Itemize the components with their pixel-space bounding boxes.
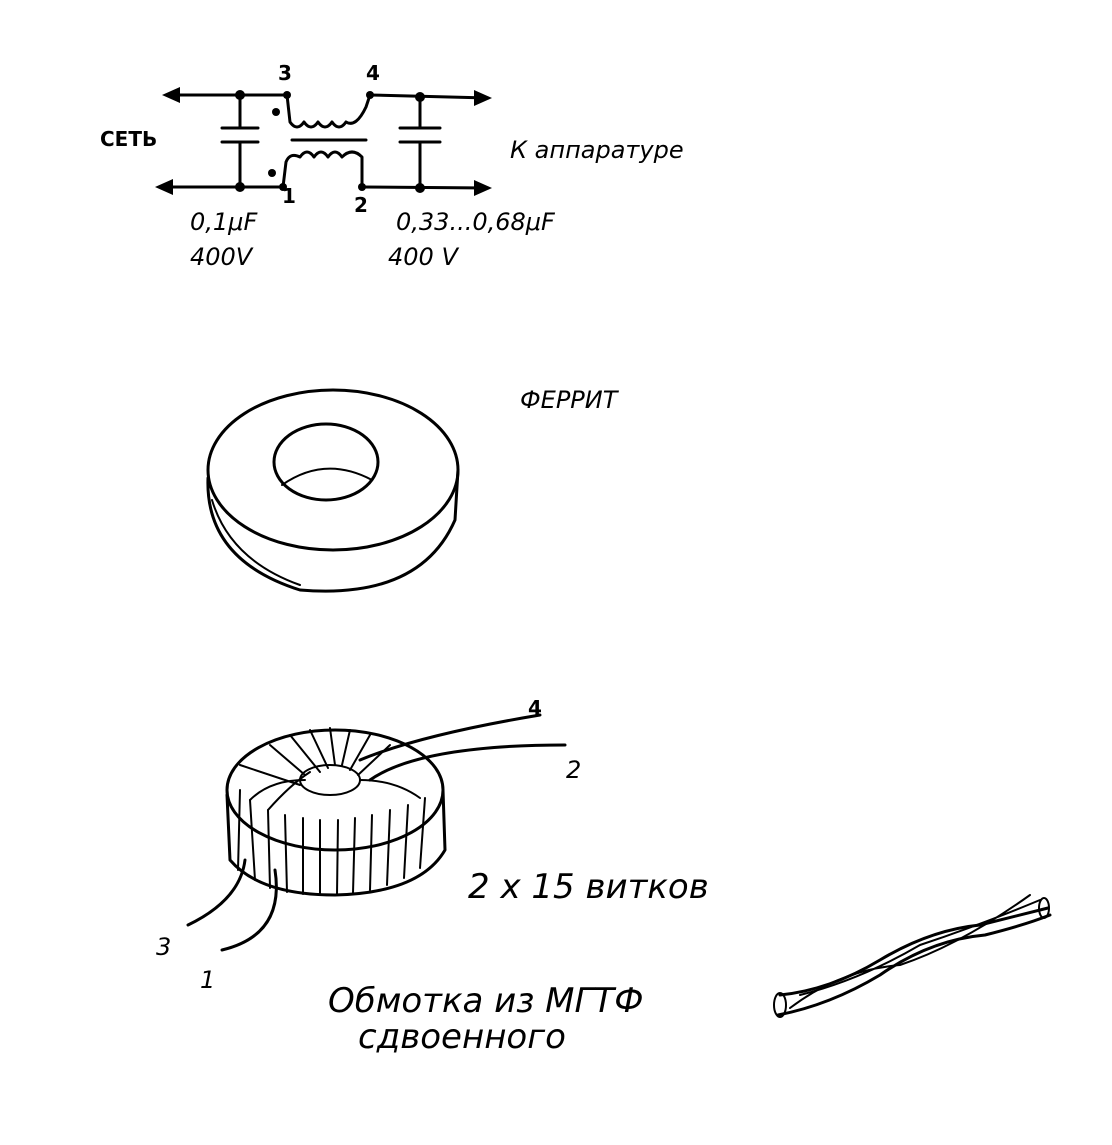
cap-right-voltage: 400 V	[388, 243, 459, 271]
lead-3	[186, 858, 247, 927]
lead-2	[368, 743, 567, 782]
top-wire	[166, 93, 490, 100]
wound-pin-1-label: 1	[200, 966, 215, 994]
wound-toroid-drawing: 4 2 3 1 2 x 15 витков Обмотка из МГТФ сд…	[156, 696, 709, 1057]
pin-3-label: 3	[278, 61, 292, 85]
cap-left-value: 0,1μF	[190, 208, 258, 236]
lead-4	[358, 713, 542, 762]
mains-label: СЕТЬ	[100, 127, 157, 151]
ferrite-toroid-drawing: ФЕРРИТ	[206, 386, 620, 593]
cap-left-voltage: 400V	[190, 243, 254, 271]
turns-label: 2 x 15 витков	[468, 867, 709, 907]
lead-1	[220, 868, 278, 952]
wound-pin-2-label: 2	[566, 756, 581, 784]
wound-pin-3-label: 3	[156, 933, 171, 961]
capacitor-right	[398, 93, 442, 189]
junction-dots	[235, 90, 425, 193]
cap-right-value: 0,33...0,68μF	[396, 208, 556, 236]
ferrite-label: ФЕРРИТ	[520, 386, 620, 414]
winding-turns	[237, 727, 426, 896]
twisted-wire-drawing	[773, 894, 1052, 1018]
winding-note-line1: Обмотка из МГТФ	[328, 981, 643, 1021]
capacitor-left	[220, 93, 260, 189]
pin-1-label: 1	[282, 184, 296, 208]
pin-2-label: 2	[354, 193, 368, 217]
bottom-wire	[158, 185, 490, 190]
winding-note-line2: сдвоенного	[358, 1017, 566, 1057]
filter-schematic: СЕТЬ К аппаратуре 3 4 1 2 0,1μF 400V 0,3…	[100, 61, 684, 271]
wound-pin-4-label: 4	[528, 696, 542, 720]
pin-4-label: 4	[366, 61, 380, 85]
load-label: К аппаратуре	[510, 136, 684, 164]
common-mode-choke	[268, 93, 372, 189]
